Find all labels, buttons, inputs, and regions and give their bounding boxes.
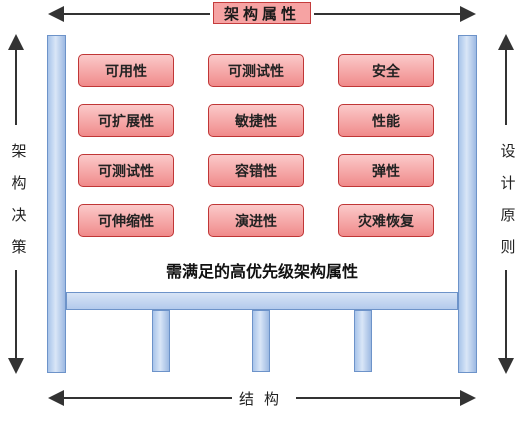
right-label-char: 原: [500, 206, 516, 224]
right-label-char: 计: [500, 174, 516, 192]
left-label-char: 构: [11, 174, 27, 192]
attribute-box: 性能: [338, 104, 434, 137]
right-label-char: 则: [500, 238, 516, 256]
attribute-box: 可测试性: [78, 154, 174, 187]
bottom-label: 结构: [238, 390, 289, 408]
left-label-char: 决: [11, 206, 27, 224]
attribute-box: 弹性: [338, 154, 434, 187]
left-label-char: 架: [11, 142, 27, 160]
attribute-box: 可测试性: [208, 54, 304, 87]
right-label: 设 计 原 则: [497, 135, 519, 263]
right-label-char: 设: [500, 142, 516, 160]
base-beam: [66, 292, 458, 310]
caption: 需满足的高优先级架构属性: [165, 262, 358, 281]
left-label-char: 策: [11, 238, 27, 256]
right-pillar: [458, 35, 477, 373]
support-pillar-2: [252, 310, 270, 372]
attribute-box: 容错性: [208, 154, 304, 187]
support-pillar-1: [152, 310, 170, 372]
attribute-box: 安全: [338, 54, 434, 87]
left-label: 架 构 决 策: [8, 135, 30, 263]
attribute-box: 敏捷性: [208, 104, 304, 137]
attribute-box: 可扩展性: [78, 104, 174, 137]
support-pillar-3: [354, 310, 372, 372]
top-label: 架构属性: [213, 2, 311, 24]
left-pillar: [47, 35, 66, 373]
attribute-box: 灾难恢复: [338, 204, 434, 237]
attribute-box: 可用性: [78, 54, 174, 87]
attribute-box: 可伸缩性: [78, 204, 174, 237]
attribute-box: 演进性: [208, 204, 304, 237]
